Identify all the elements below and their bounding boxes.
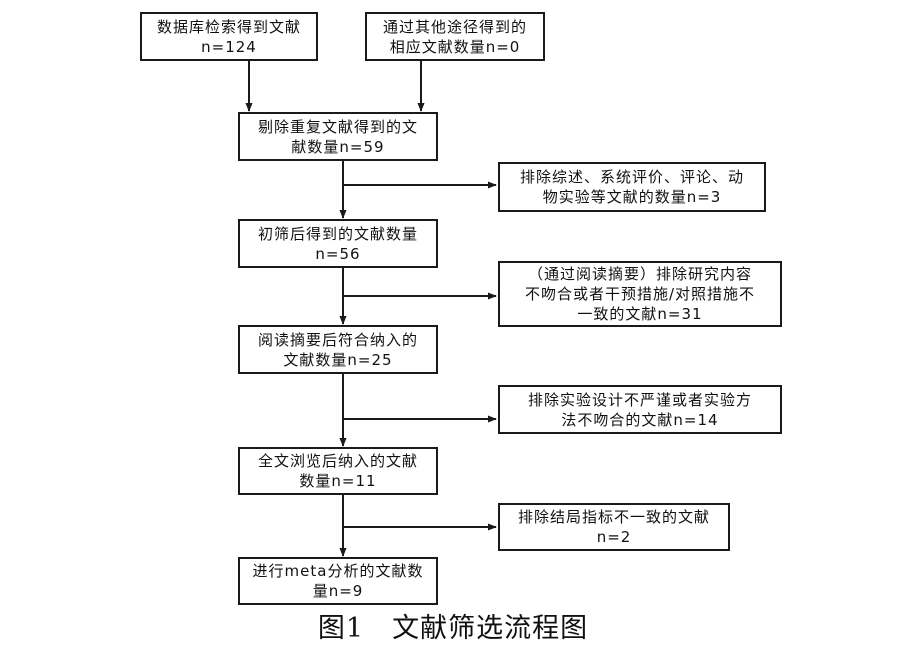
box-fulltext-included-line2: 数量n=11 [299,472,377,490]
box-abstract-included-line1: 阅读摘要后符合纳入的 [257,330,418,349]
box-exclusion-outcome-line2: n=2 [596,528,632,546]
box-exclusion-design-line2: 法不吻合的文献n=14 [561,410,719,429]
box-meta-analysis-line1: 进行meta分析的文献数 [252,562,424,580]
box-fulltext-included-line1: 全文浏览后纳入的文献 [257,452,418,470]
box-exclusion-reviews-line1: 排除综述、系统评价、评论、动 [519,168,744,186]
box-database-search-line2: n=124 [201,37,257,56]
box-exclusion-design: 排除实验设计不严谨或者实验方 法不吻合的文献n=14 [498,385,782,434]
box-initial-screening-line1: 初筛后得到的文献数量 [257,224,418,243]
box-initial-screening-line2: n=56 [315,244,361,263]
box-initial-screening: 初筛后得到的文献数量 n=56 [238,219,438,268]
box-other-sources-line2: 相应文献数量n=0 [389,37,521,56]
box-exclusion-abstract-line2: 不吻合或者干预措施/对照措施不 [524,285,756,303]
box-abstract-included: 阅读摘要后符合纳入的 文献数量n=25 [238,325,438,374]
box-meta-analysis: 进行meta分析的文献数 量n=9 [238,557,438,605]
box-fulltext-included: 全文浏览后纳入的文献 数量n=11 [238,447,438,495]
box-other-sources-line1: 通过其他途径得到的 [382,17,527,36]
box-exclusion-outcome-line1: 排除结局指标不一致的文献 [517,508,710,526]
box-exclusion-reviews-line2: 物实验等文献的数量n=3 [542,188,722,206]
box-exclusion-design-line1: 排除实验设计不严谨或者实验方 [527,390,752,409]
box-deduplicated-line1: 剔除重复文献得到的文 [257,117,418,136]
box-exclusion-outcome: 排除结局指标不一致的文献 n=2 [498,503,730,551]
figure-caption: 图1 文献筛选流程图 [317,613,589,644]
box-exclusion-abstract-line3: 一致的文献n=31 [577,305,703,323]
box-meta-analysis-line2: 量n=9 [312,582,364,600]
box-exclusion-abstract: （通过阅读摘要）排除研究内容 不吻合或者干预措施/对照措施不 一致的文献n=31 [498,261,782,327]
box-other-sources: 通过其他途径得到的 相应文献数量n=0 [365,12,545,61]
box-database-search-line1: 数据库检索得到文献 [156,17,301,36]
box-deduplicated-line2: 献数量n=59 [291,137,385,156]
box-abstract-included-line2: 文献数量n=25 [283,350,393,369]
box-deduplicated: 剔除重复文献得到的文 献数量n=59 [238,112,438,161]
box-exclusion-abstract-line1: （通过阅读摘要）排除研究内容 [527,265,752,283]
box-exclusion-reviews: 排除综述、系统评价、评论、动 物实验等文献的数量n=3 [498,162,766,212]
box-database-search: 数据库检索得到文献 n=124 [140,12,318,61]
